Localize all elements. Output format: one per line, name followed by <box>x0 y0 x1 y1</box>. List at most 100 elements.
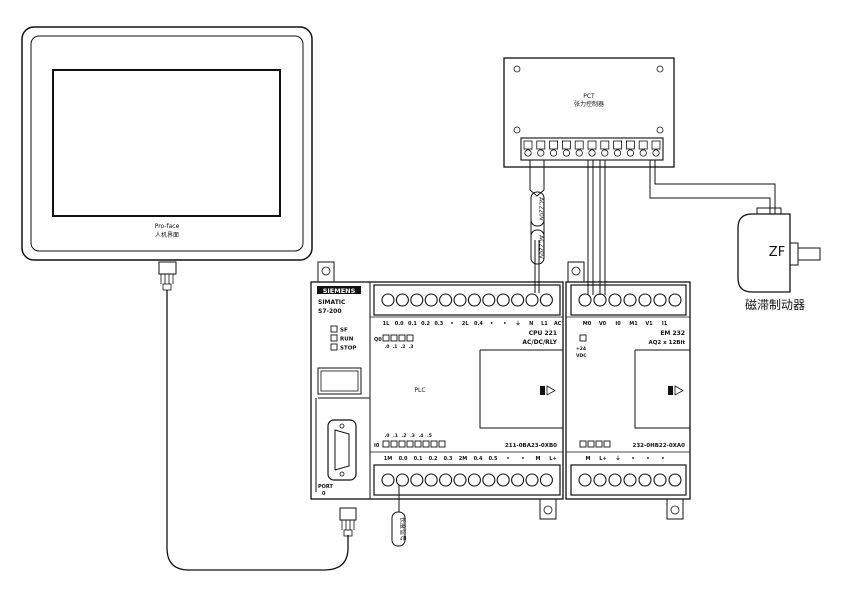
hmi-brand: Pro-face <box>155 223 180 230</box>
cpu-order-number: 211-0BA23-0XB0 <box>505 443 557 449</box>
input-led <box>382 440 390 448</box>
pct-terminal-screw <box>613 149 622 157</box>
terminal-screw <box>410 293 424 307</box>
pct-terminal-screw <box>601 149 609 157</box>
power-led <box>579 334 587 342</box>
terminal-screw <box>525 473 539 487</box>
terminal-label: V0 <box>599 321 607 327</box>
terminal-label: • <box>503 321 506 327</box>
em-status-leds <box>579 440 611 448</box>
terminal-screw <box>395 473 409 487</box>
hmi-panel: Pro-face 人机界面 <box>21 26 313 261</box>
terminal-screw <box>381 293 395 307</box>
pct-terminal-screw <box>549 149 558 157</box>
svg-text:SIEMENS: SIEMENS <box>323 287 356 295</box>
pct-terminal-screw <box>537 149 545 157</box>
brake-code: ZF <box>769 245 785 260</box>
cpu-input-leds <box>382 440 446 448</box>
terminal-label: 0.0 <box>395 321 404 327</box>
status-led-label: STOP <box>340 346 356 352</box>
pct-terminal-screw <box>652 149 660 157</box>
hysteresis-brake: ZF 磁滞制动器 <box>737 207 821 312</box>
cpu-output-bits: .0.1.2.3 <box>385 344 414 350</box>
em-supply-1: +24 <box>576 346 586 352</box>
terminal-screw <box>511 473 525 487</box>
terminal-label: AC <box>554 321 562 327</box>
pct-terminal <box>562 140 571 150</box>
terminal-screw <box>608 473 622 487</box>
terminal-label: L+ <box>549 456 556 462</box>
pct-terminal-strip <box>520 137 664 161</box>
cpu-input-header: I0 <box>374 443 380 449</box>
terminal-screw <box>482 473 496 487</box>
cpu-name: CPU 221 <box>529 330 557 337</box>
input-led <box>422 440 430 448</box>
pct-terminal <box>626 140 635 150</box>
cpu-output-leds <box>382 334 414 342</box>
hmi-cable <box>158 261 357 571</box>
pct-terminal <box>523 140 533 150</box>
terminal-screw <box>593 473 607 487</box>
terminal-screw <box>439 293 453 307</box>
terminal-screw <box>496 293 510 307</box>
terminal-screw <box>381 473 395 487</box>
terminal-screw <box>623 293 637 307</box>
simatic-label: SIMATIC <box>318 299 346 306</box>
em-power-leds <box>579 334 587 342</box>
terminal-screw <box>668 473 682 487</box>
cpu-output-header: Q0 <box>374 337 382 343</box>
terminal-label: 1M <box>384 456 392 462</box>
pct-subtitle: 张力控制器 <box>574 100 604 108</box>
terminal-screw <box>653 293 667 307</box>
cpu-input-bits: .0.1.2.3.4.5 <box>385 433 432 439</box>
terminal-label: 0.0 <box>399 456 408 462</box>
terminal-label: 0.4 <box>474 456 483 462</box>
terminal-label: 0.3 <box>444 456 453 462</box>
em-bottom-screws <box>578 473 682 487</box>
pct-terminal <box>600 140 610 150</box>
output-led <box>390 334 398 342</box>
terminal-label: 1L <box>383 321 390 327</box>
ac220-tag-upper: AC220V <box>530 191 545 227</box>
terminal-label: • <box>631 456 634 462</box>
plc-label: PLC <box>414 387 425 394</box>
terminal-screw <box>623 473 637 487</box>
pct-terminal-screw <box>575 149 583 157</box>
pct-terminal-screw <box>524 149 532 157</box>
output-led <box>406 334 414 342</box>
port-label: PORT <box>318 484 334 490</box>
terminal-label: • <box>450 321 453 327</box>
status-led <box>595 440 603 448</box>
terminal-label: I0 <box>615 321 621 327</box>
terminal-label: 2L <box>462 321 469 327</box>
pct-terminal <box>651 140 661 150</box>
em-supply-2: VDC <box>576 353 587 359</box>
pct-terminal-screw <box>639 149 647 157</box>
terminal-label: ⏚ <box>615 455 620 462</box>
terminal-label: V1 <box>645 321 653 327</box>
input-led <box>398 440 406 448</box>
em-spec: AQ2 x 12Bit <box>649 340 686 346</box>
input-led <box>406 440 414 448</box>
pct-terminal <box>574 140 584 150</box>
cpu-top-screws <box>381 293 553 307</box>
terminal-screw <box>653 473 667 487</box>
em-top-screws <box>578 293 682 307</box>
ac220-tag-lower: AC220V <box>530 229 545 265</box>
pct-terminal <box>587 140 597 150</box>
terminal-screw <box>638 293 652 307</box>
status-led <box>330 343 338 351</box>
terminal-screw <box>638 473 652 487</box>
db9-port <box>327 419 357 481</box>
input-led <box>430 440 438 448</box>
ac220-label-upper: AC220V <box>538 197 545 222</box>
terminal-screw <box>395 293 409 307</box>
terminal-screw <box>467 293 481 307</box>
status-led <box>330 334 338 342</box>
hmi-screen <box>52 69 281 217</box>
terminal-screw <box>424 293 438 307</box>
terminal-screw <box>608 293 622 307</box>
